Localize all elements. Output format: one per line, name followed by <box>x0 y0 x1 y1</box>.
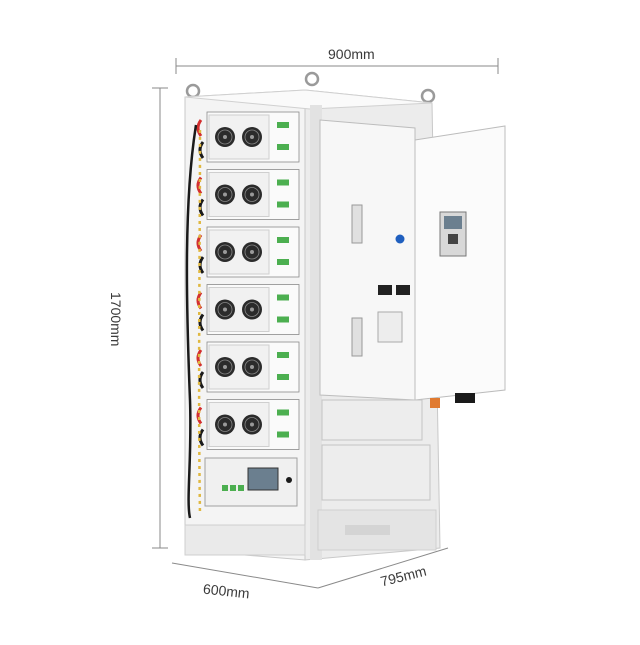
forklift-slot <box>345 525 390 535</box>
fan-hub <box>250 135 254 139</box>
main-black-cable <box>185 124 198 519</box>
inverter-connector <box>455 393 475 403</box>
bms-terminal <box>238 485 244 491</box>
door-access-panel <box>377 311 403 343</box>
side-compartment <box>321 399 423 441</box>
fan-grille <box>244 302 260 317</box>
battery-module <box>196 399 300 450</box>
inverter-door <box>319 119 506 412</box>
fan-hub <box>250 192 254 197</box>
red-power-cable <box>196 349 203 367</box>
battery-terminal <box>277 179 289 186</box>
battery-terminal <box>277 316 289 323</box>
fan-hub <box>223 250 227 254</box>
fan-grille <box>217 417 233 432</box>
bms-controller <box>204 457 298 507</box>
lifting-eye-icon <box>304 71 320 87</box>
bms-terminal <box>222 485 228 491</box>
battery-module <box>196 169 300 220</box>
battery-terminal <box>277 237 289 243</box>
battery-terminal <box>277 144 289 150</box>
fan-grille <box>217 129 233 145</box>
fan-grille <box>244 359 260 375</box>
fan-grille <box>244 129 260 145</box>
front-depth-dimension-line <box>171 562 319 589</box>
fan-grille <box>244 417 260 432</box>
cabinet-top-face <box>184 89 433 110</box>
fan-hub <box>250 365 254 369</box>
battery-terminal <box>277 122 289 128</box>
inverter-keypad <box>448 234 458 244</box>
bms-switch-icon <box>286 477 292 483</box>
battery-terminal <box>277 431 289 438</box>
fan-grille <box>217 359 233 375</box>
fan-hub <box>250 250 254 254</box>
red-power-cable <box>196 176 203 195</box>
battery-terminal <box>277 294 289 301</box>
red-power-cable <box>196 406 203 425</box>
battery-terminal <box>277 409 289 416</box>
battery-module-stack <box>196 111 300 450</box>
fan-hub <box>223 307 227 312</box>
battery-terminal <box>277 259 289 265</box>
door-handle <box>351 204 363 244</box>
fan-grille <box>217 187 233 202</box>
height-dimension-label: 1700mm <box>108 292 124 347</box>
breaker-switch <box>378 285 392 295</box>
bms-display-screen <box>247 467 279 491</box>
inverter-lcd-screen <box>444 216 462 229</box>
fan-grille <box>217 244 233 260</box>
fan-grille <box>244 187 260 202</box>
fan-grille <box>217 302 233 317</box>
battery-terminal <box>277 352 289 358</box>
battery-module <box>196 226 300 278</box>
fan-hub <box>223 192 227 197</box>
fan-hub <box>250 422 254 427</box>
fan-grille <box>244 244 260 260</box>
battery-module <box>196 111 300 163</box>
red-power-cable <box>196 119 203 137</box>
battery-terminal <box>277 374 289 380</box>
battery-module <box>196 284 300 335</box>
fan-hub <box>223 422 227 427</box>
fan-hub <box>223 135 227 139</box>
side-compartment <box>321 444 431 501</box>
inverter-connector <box>430 398 440 408</box>
cabinet-base <box>184 524 306 556</box>
cables <box>185 124 202 519</box>
black-power-cable <box>198 371 205 389</box>
cabinet-corner-post <box>310 105 322 560</box>
lifting-eye-icon <box>185 83 201 99</box>
breaker-switch <box>396 285 410 295</box>
fan-hub <box>223 365 227 369</box>
side-compartments <box>321 399 431 501</box>
black-power-cable <box>198 141 205 159</box>
black-power-cable <box>198 313 205 332</box>
battery-module <box>196 341 300 393</box>
battery-terminal <box>277 201 289 208</box>
power-button-icon <box>395 234 405 244</box>
lifting-eye-icon <box>420 88 436 104</box>
width-dimension-label: 900mm <box>328 46 375 62</box>
inverter-housing <box>414 125 506 401</box>
yellow-signal-cable <box>197 129 202 516</box>
dimension-lines <box>152 58 499 589</box>
side-depth-dimension-line <box>317 547 449 589</box>
cabinet-door <box>319 119 416 401</box>
fan-hub <box>250 307 254 312</box>
black-power-cable <box>198 428 205 447</box>
bms-terminal <box>230 485 236 491</box>
door-handle <box>351 317 363 357</box>
